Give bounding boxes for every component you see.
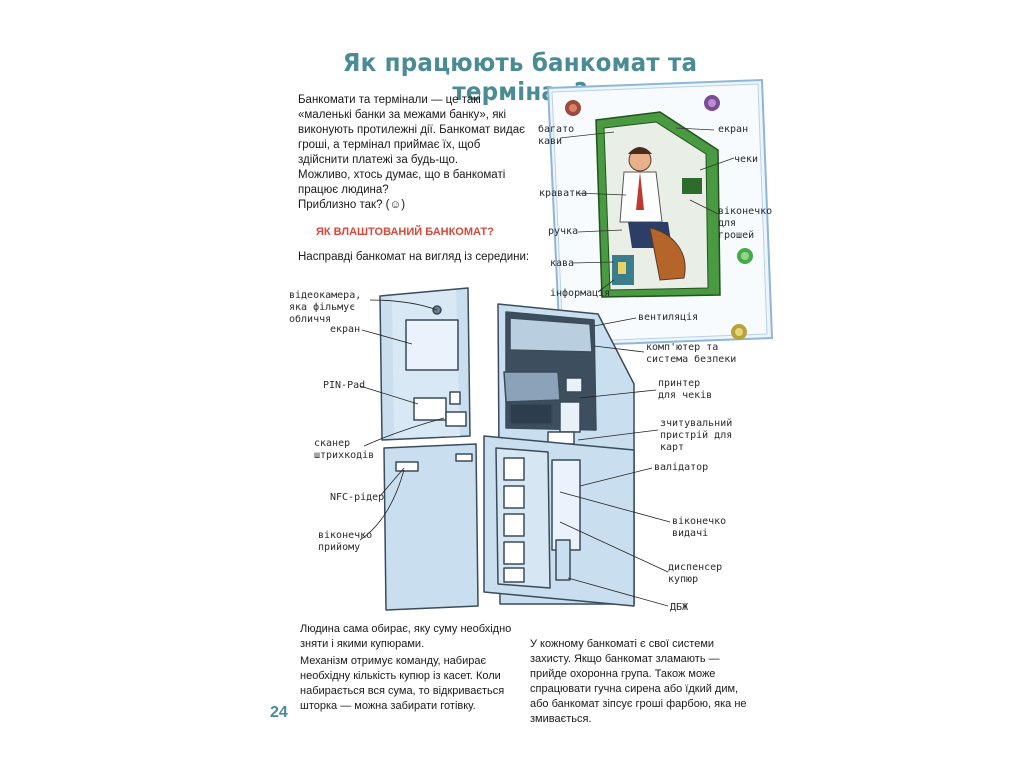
intro-text: Банкомати та термінали — це такі «малень… — [298, 93, 534, 213]
bottom-right-text: У кожному банкоматі є свої системи захис… — [530, 637, 755, 729]
atm-diagram — [379, 287, 635, 611]
label-card-reader: зчитувальний пристрій для карт — [660, 418, 733, 453]
label-computer-security: комп'ютер та система безпеки — [646, 342, 737, 365]
label-barcode-scanner: сканер штрихкодів — [314, 438, 375, 461]
section-subheading: ЯК ВЛАШТОВАНИЙ БАНКОМАТ? — [316, 226, 494, 238]
label-info: інформація — [550, 288, 611, 299]
label-pinpad: PIN-Pad — [323, 380, 366, 391]
label-cash-window: віконечко для грошей — [718, 206, 773, 241]
lead-text: Насправді банкомат на вигляд із середини… — [298, 251, 530, 263]
label-nfc-reader: NFC-рідер — [330, 492, 385, 503]
bottom-right-paragraph-1: У кожному банкоматі є свої системи захис… — [530, 638, 747, 725]
label-atm-screen: екран — [330, 324, 361, 335]
leader-lines — [359, 299, 671, 607]
label-output-window: віконечко видачі — [672, 516, 727, 539]
label-receipt-printer: принтер для чеків — [658, 378, 713, 401]
label-inset-screen: екран — [718, 124, 749, 135]
intro-paragraph-3: Приблизно так? (☺) — [298, 199, 406, 211]
label-camera: відеокамера, яка фільмує обличчя — [289, 290, 362, 325]
intro-paragraph-1: Банкомати та термінали — це такі «малень… — [298, 94, 525, 166]
page-number: 24 — [270, 704, 288, 721]
label-dispenser: диспенсер купюр — [668, 562, 723, 585]
intro-paragraph-2: Можливо, хтось думає, що в банкоматі пра… — [298, 169, 506, 196]
label-validator: валідатор — [654, 462, 709, 473]
label-cup: кава — [550, 258, 575, 269]
label-ups: ДБЖ — [670, 602, 689, 613]
label-intake-window: віконечко прийому — [318, 530, 373, 553]
label-coffee-lots: багато кави — [538, 124, 575, 147]
inset-illustration — [546, 78, 774, 348]
label-receipts: чеки — [734, 154, 759, 165]
bottom-left-paragraph-1: Людина сама обирає, яку суму необхідно з… — [300, 623, 512, 650]
label-ventilation: вентиляція — [638, 312, 699, 323]
label-tie: краватка — [539, 188, 588, 199]
label-pen: ручка — [548, 226, 579, 237]
bottom-left-paragraph-2: Механізм отримує команду, набирає необхі… — [300, 655, 505, 712]
bottom-left-text: Людина сама обирає, яку суму необхідно з… — [300, 622, 520, 716]
